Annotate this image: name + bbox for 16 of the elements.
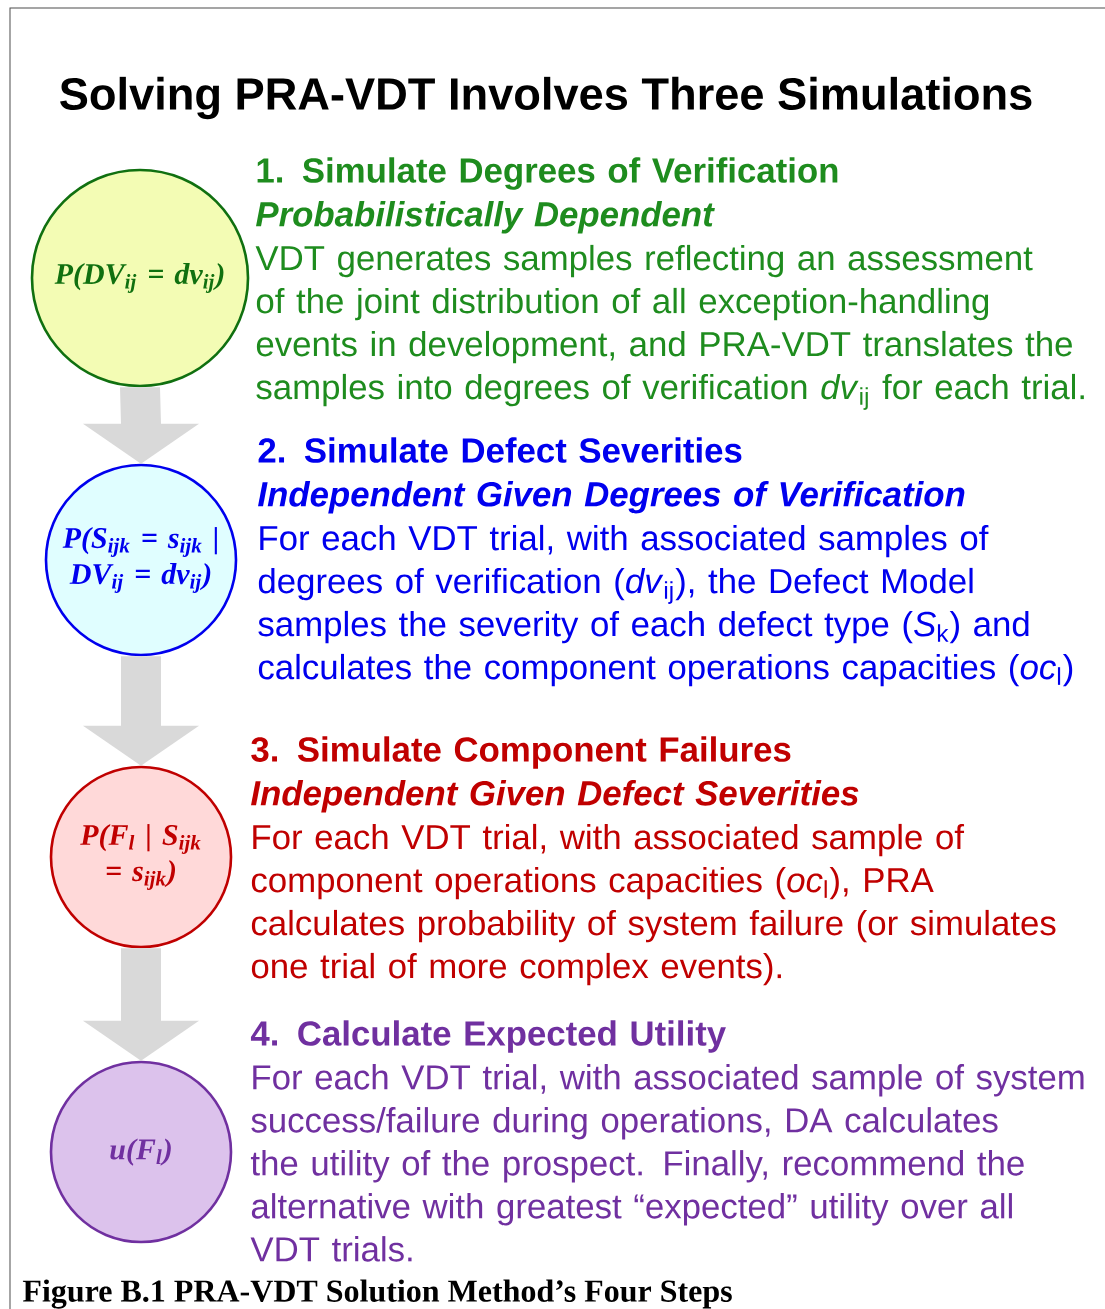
caption: Figure B.1 PRA-VDT Solution Method’s Four Steps xyxy=(22,1279,732,1309)
step-description: For each VDT trial, with associated samples of degrees of verification (dv$_{ij}$), the Defect Model samples the severity of each defect type (S$_{k}$) and calculates the component operations capacities (oc$_{l}$) xyxy=(258,524,1073,687)
step-description: For each VDT trial, with associated sample of system success/failure during operations, DA calculates the utility of the prospect. Finally, recommend the alternative with greatest “expected” utility over all VDT trials. xyxy=(250,1064,1084,1262)
step-subtitle: Probabilistically Dependent xyxy=(256,201,715,234)
arrow xyxy=(83,387,199,464)
step-heading: 1. Simulate Degrees of Verification xyxy=(257,157,838,190)
step-heading: 3. Simulate Component Failures xyxy=(251,736,791,769)
step-subtitle: Independent Given Degrees of Verification xyxy=(258,481,965,514)
step-description: VDT generates samples reflecting an assessment of the joint distribution of all exception-handling events in development, and PRA-VDT translates the samples into degrees of verification dv$_{ij}$ for each trial. xyxy=(255,244,1084,410)
title: Solving PRA-VDT Involves Three Simulations xyxy=(60,76,1032,120)
arrow xyxy=(83,948,199,1061)
step-description: For each VDT trial, with associated sample of component operations capacities (oc$_{l}$), PRA calculates probability of system failure (or simulates one trial of more complex events). xyxy=(251,823,1056,986)
step-heading: 2. Simulate Defect Severities xyxy=(258,437,742,463)
step-heading: 4. Calculate Expected Utility xyxy=(250,1020,726,1053)
arrow xyxy=(83,656,199,766)
step-subtitle: Independent Given Defect Severities xyxy=(251,780,859,813)
